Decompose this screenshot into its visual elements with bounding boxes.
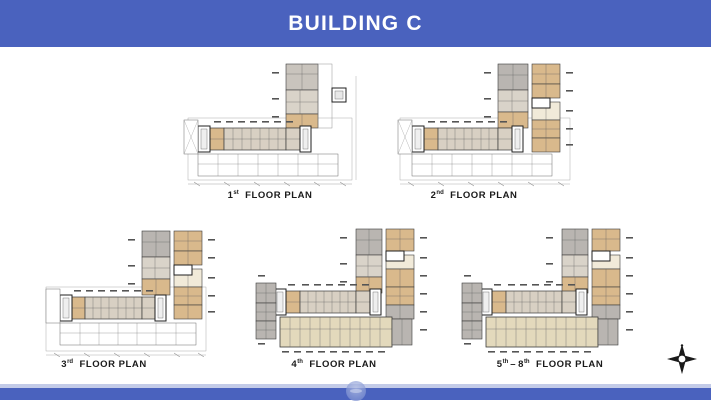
footer-logo-icon <box>345 381 366 401</box>
floor-plan-1-label: FLOOR PLAN <box>245 190 313 202</box>
floor-plan-4-ordinal: th <box>297 359 303 365</box>
floor-plan-3-ordinal: rd <box>67 359 74 365</box>
floor-plan-4-label: FLOOR PLAN <box>309 359 377 371</box>
floor-plan-2-label: FLOOR PLAN <box>450 190 518 202</box>
floor-plan-3-caption: 3rd FLOOR PLAN <box>4 359 204 370</box>
floor-plan-5-8-number-start: 5 <box>496 359 503 371</box>
floor-plan-1-caption: 1st FLOOR PLAN <box>180 190 360 201</box>
floor-plan-1-drawing <box>183 63 357 187</box>
slide-header: BUILDING C <box>0 0 711 47</box>
slide-footer <box>0 381 711 401</box>
floor-plan-1-number: 1 <box>227 190 234 202</box>
floor-plan-3-drawing <box>45 230 215 357</box>
floor-plan-2-number: 2 <box>430 190 437 202</box>
floor-plan-3-label: FLOOR PLAN <box>79 359 147 371</box>
floor-plan-5-8-label: FLOOR PLAN <box>536 359 604 371</box>
north-arrow-compass-rose <box>666 343 698 375</box>
floor-plan-4-number: 4 <box>291 359 298 371</box>
floor-plan-2-drawing <box>397 63 573 187</box>
page-title: BUILDING C <box>288 11 423 35</box>
floor-plan-5-8-caption: 5th–8th FLOOR PLAN <box>450 359 650 370</box>
floor-plan-4: 4th FLOOR PLAN <box>252 225 452 375</box>
floor-plan-5-8-ordinal-end: th <box>523 359 530 365</box>
floor-plan-5-8-number-end: 8 <box>518 359 524 371</box>
floor-plan-4-drawing <box>255 228 427 353</box>
floor-plan-5-8-drawing <box>461 228 633 353</box>
floor-plan-3: 3rd FLOOR PLAN <box>42 225 242 375</box>
floor-plan-5-8-separator: – <box>510 359 517 371</box>
floor-plan-5-8: 5th–8th FLOOR PLAN <box>458 225 658 375</box>
floor-plan-2-ordinal: nd <box>436 190 444 196</box>
floor-plan-1-ordinal: st <box>233 190 239 196</box>
floor-plan-3-number: 3 <box>61 359 68 371</box>
floor-plan-2: 2nd FLOOR PLAN <box>392 58 592 210</box>
floor-plan-1: 1st FLOOR PLAN <box>180 58 360 210</box>
floor-plan-2-caption: 2nd FLOOR PLAN <box>374 190 574 201</box>
floor-plan-5-8-ordinal-start: th <box>502 359 509 365</box>
floor-plan-4-caption: 4th FLOOR PLAN <box>234 359 434 370</box>
